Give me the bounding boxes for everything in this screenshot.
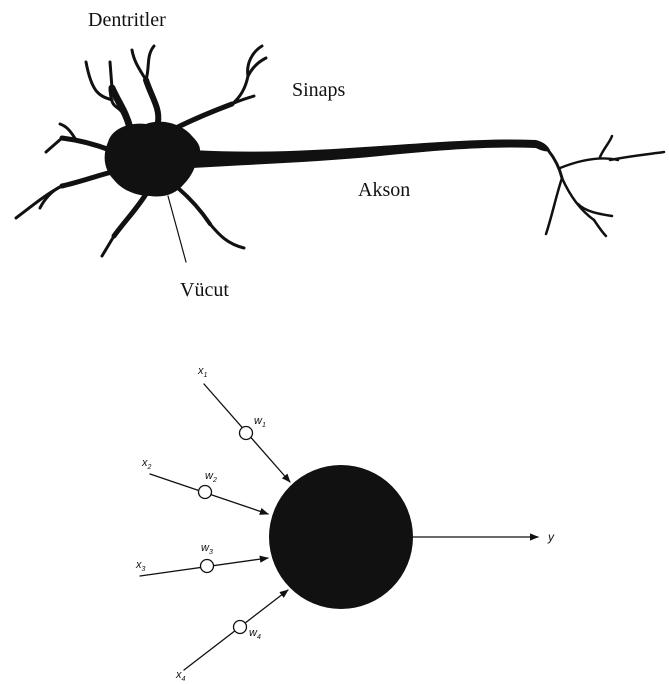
weight-node-3: [201, 560, 214, 573]
weight-label-2: w2: [205, 470, 217, 484]
label-body: Vücut: [180, 279, 229, 301]
biological-neuron: Dentritler Sinaps Akson Vücut: [16, 9, 664, 301]
weight-nodes: [199, 427, 253, 634]
weight-label-4: w4: [249, 627, 261, 641]
input-label-2: x2: [141, 457, 152, 471]
input-label-1: x1: [197, 365, 208, 379]
neuron-sum-node: [269, 465, 413, 609]
output-label: y: [547, 530, 555, 544]
weight-label-1: w1: [254, 415, 266, 429]
weight-node-2: [199, 486, 212, 499]
body-pointer-line: [168, 196, 186, 262]
weight-node-1: [240, 427, 253, 440]
input-label-3: x3: [135, 559, 146, 573]
input-label-4: x4: [175, 669, 186, 683]
label-dendrites: Dentritler: [88, 9, 166, 31]
input-lines: [140, 384, 290, 670]
neuron-cell-body: [105, 122, 200, 197]
axon-terminal: [546, 136, 664, 236]
weight-node-4: [234, 621, 247, 634]
label-synapse: Sinaps: [292, 79, 346, 101]
artificial-neuron: x1 x2 x3 x4 w1 w2 w3 w4 y: [135, 365, 555, 683]
weight-label-3: w3: [201, 542, 213, 556]
axon: [192, 139, 550, 168]
label-axon: Akson: [358, 179, 410, 201]
